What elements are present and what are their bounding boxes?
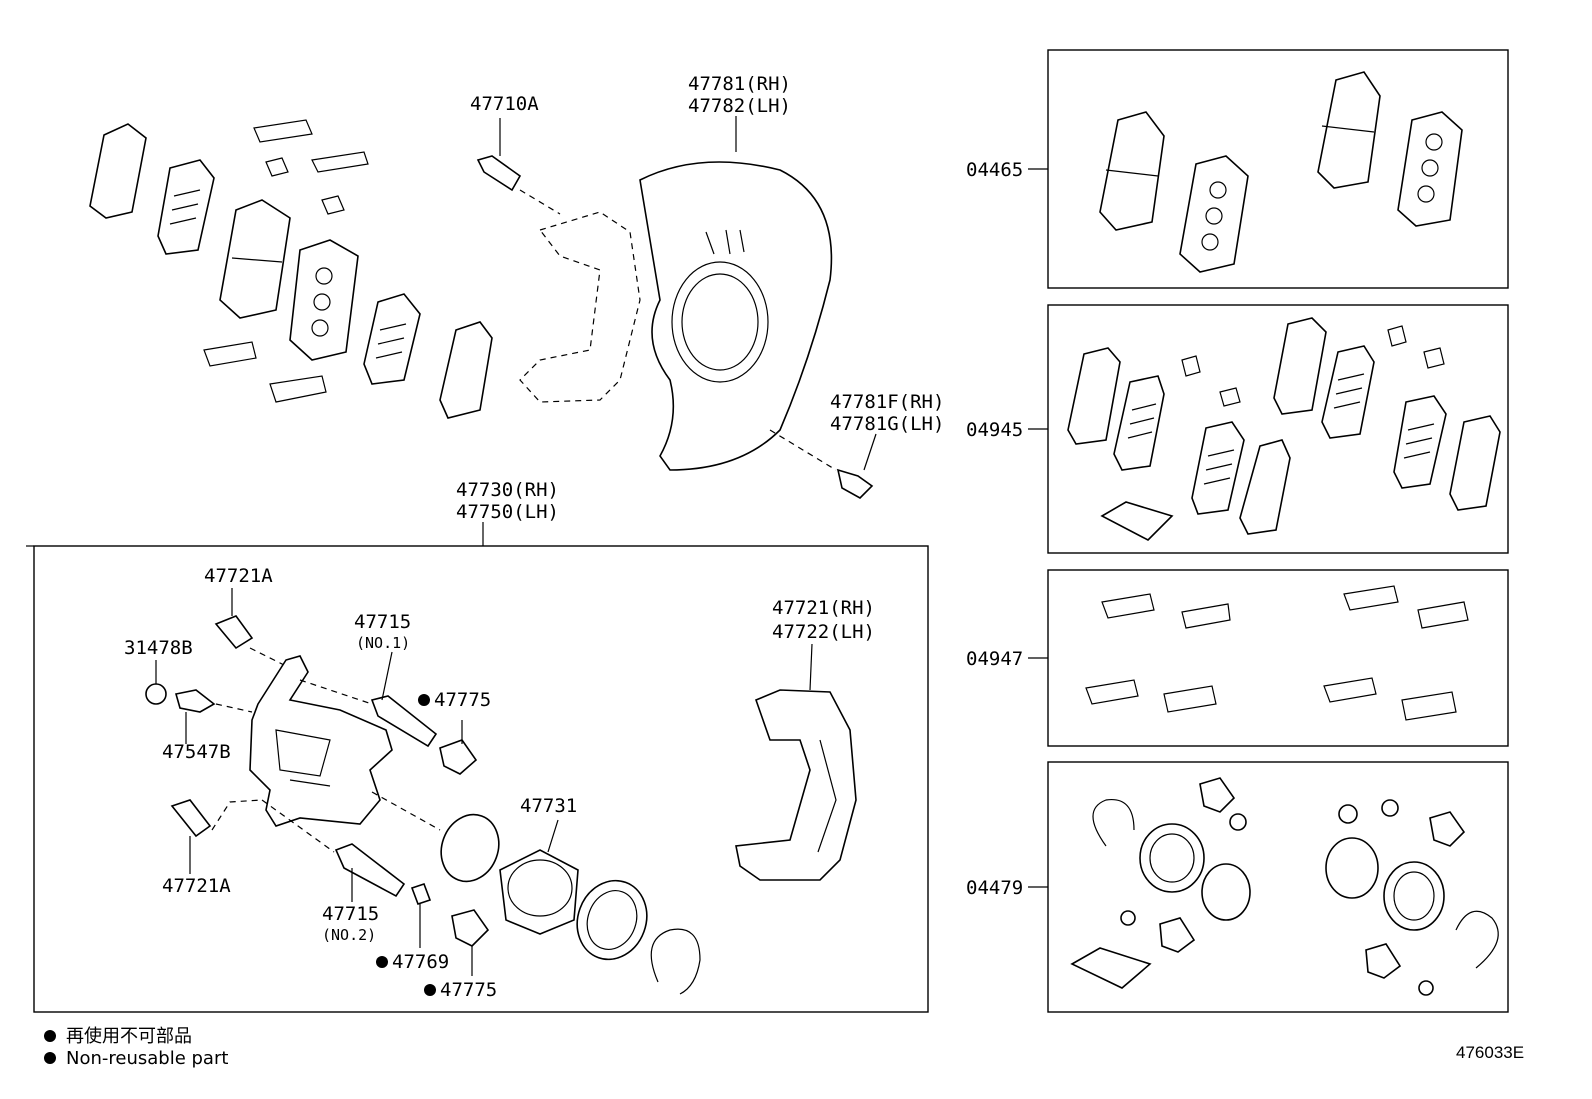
legend-marker-english bbox=[44, 1052, 56, 1064]
pad-shim-group bbox=[89, 119, 493, 419]
label-bolt-lh: 47781G(LH) bbox=[830, 413, 944, 435]
kit-clips-art bbox=[1085, 585, 1469, 721]
bolt-47781f bbox=[836, 468, 874, 499]
label-cap-31478b: 31478B bbox=[124, 637, 193, 659]
label-pin-47715-no1-note: (NO.1) bbox=[356, 634, 410, 652]
caliper-body bbox=[249, 655, 393, 827]
label-piston-47731: 47731 bbox=[520, 795, 577, 817]
label-bolt-rh: 47781F(RH) bbox=[830, 391, 944, 413]
label-bolt-47710a: 47710A bbox=[470, 93, 539, 115]
label-mount-lh: 47722(LH) bbox=[772, 621, 875, 643]
kit-pads-art bbox=[1099, 71, 1463, 273]
label-mount-rh: 47721(RH) bbox=[772, 597, 875, 619]
mounting-bracket bbox=[735, 689, 857, 881]
bolt-47721a-bottom bbox=[170, 799, 263, 838]
label-boot-47775-top: 47775 bbox=[434, 689, 491, 711]
cap-31478b bbox=[145, 683, 167, 705]
kit-box-clips bbox=[1047, 569, 1509, 747]
bolt-47710a bbox=[476, 155, 561, 215]
label-caliper-lh: 47750(LH) bbox=[456, 501, 559, 523]
legend-marker-japanese bbox=[44, 1030, 56, 1042]
boot-47775-bottom bbox=[451, 909, 490, 947]
bolt-47721a-top bbox=[214, 615, 291, 669]
piston-seal-set bbox=[371, 791, 701, 995]
legend-english: Non-reusable part bbox=[66, 1048, 228, 1069]
label-pin-47715-no2: 47715 bbox=[322, 903, 379, 925]
label-bleeder-47547b: 47547B bbox=[162, 741, 231, 763]
legend-japanese: 再使用不可部品 bbox=[66, 1026, 192, 1047]
dust-cover bbox=[639, 161, 837, 471]
label-boot-47775-bottom: 47775 bbox=[440, 979, 497, 1001]
label-kit-shims: 04945 bbox=[966, 419, 1023, 441]
non-reusable-marker-47769 bbox=[376, 956, 388, 968]
label-pin-47715-no2-note: (NO.2) bbox=[322, 926, 376, 944]
label-caliper-rh: 47730(RH) bbox=[456, 479, 559, 501]
leader-lines bbox=[155, 116, 877, 976]
label-cover-rh: 47781(RH) bbox=[688, 73, 791, 95]
non-reusable-marker-top bbox=[418, 694, 430, 706]
label-kit-pads: 04465 bbox=[966, 159, 1023, 181]
label-bushing-47769: 47769 bbox=[392, 951, 449, 973]
boot-47775-top bbox=[439, 739, 478, 775]
label-cover-lh: 47782(LH) bbox=[688, 95, 791, 117]
kit-shims-art bbox=[1067, 317, 1501, 541]
drawing-code: 476033E bbox=[1456, 1043, 1524, 1062]
bleeder-47547b bbox=[174, 689, 216, 713]
caliper-ghost-outline bbox=[519, 211, 641, 403]
pin-47715-no1 bbox=[299, 679, 438, 748]
label-bolt-47721a-top: 47721A bbox=[204, 565, 273, 587]
caliper-assembly-frame bbox=[33, 545, 929, 1013]
label-bolt-47721a-bottom: 47721A bbox=[162, 875, 231, 897]
label-kit-clips: 04947 bbox=[966, 648, 1023, 670]
bushing-47769 bbox=[410, 882, 432, 906]
kit-seals-art bbox=[1070, 777, 1499, 996]
label-kit-seals: 04479 bbox=[966, 877, 1023, 899]
non-reusable-marker-bottom bbox=[424, 984, 436, 996]
pin-47715-no2 bbox=[261, 799, 406, 898]
label-pin-47715-no1: 47715 bbox=[354, 611, 411, 633]
